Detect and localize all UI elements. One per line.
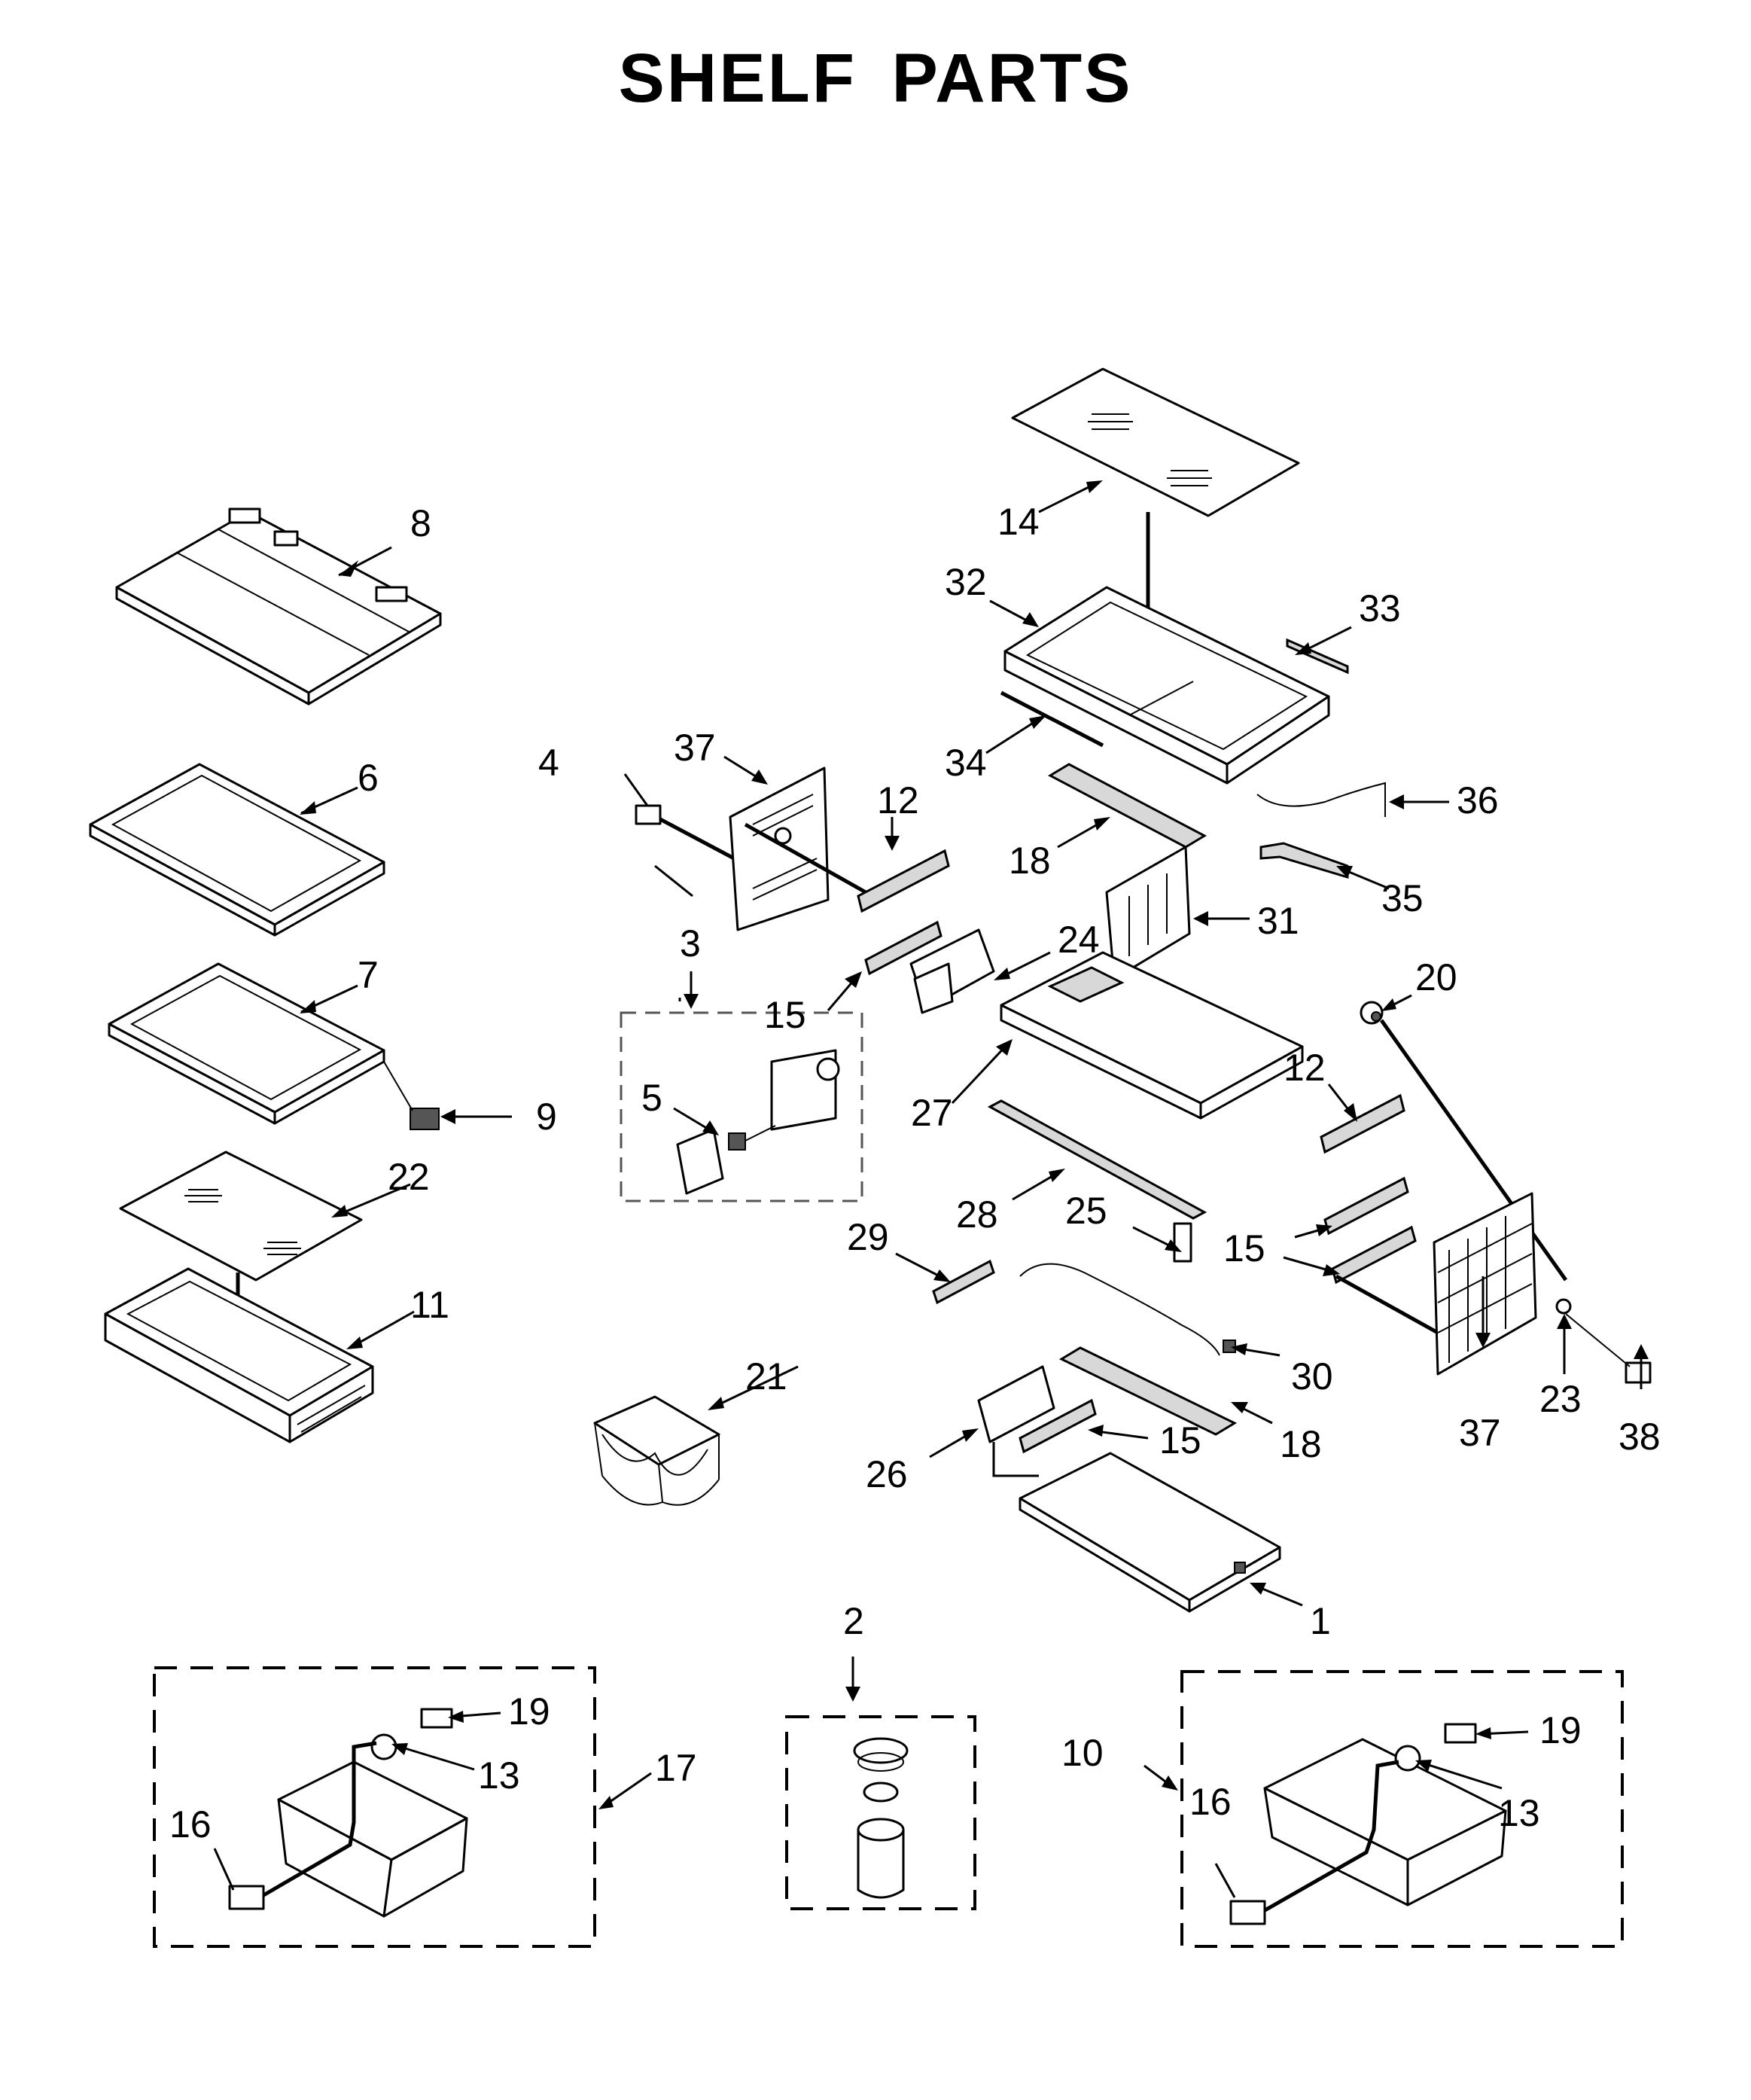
callout-18-upper: 18 bbox=[1009, 840, 1051, 882]
callout-12-right: 12 bbox=[1284, 1047, 1326, 1089]
rail-part-12-left bbox=[857, 849, 950, 913]
side-panel-part-37-right bbox=[1433, 1192, 1537, 1376]
callout-17: 17 bbox=[655, 1747, 697, 1789]
callout-26: 26 bbox=[866, 1453, 908, 1495]
callout-21: 21 bbox=[745, 1355, 787, 1397]
rail-part-15-upper-left bbox=[864, 920, 942, 976]
shelf-support-part-20 bbox=[1360, 1001, 1568, 1282]
callout-34: 34 bbox=[945, 742, 987, 784]
callout-35: 35 bbox=[1381, 877, 1424, 919]
callout-13-right: 13 bbox=[1498, 1792, 1540, 1834]
rail-part-18-lower bbox=[1058, 1346, 1238, 1436]
callout-4: 4 bbox=[538, 742, 559, 784]
callout-9: 9 bbox=[536, 1096, 557, 1138]
callout-16-left: 16 bbox=[169, 1803, 212, 1846]
bracket-part-29 bbox=[932, 1259, 995, 1305]
crisper-assembly-part-17 bbox=[153, 1666, 596, 1948]
callout-2: 2 bbox=[843, 1600, 864, 1642]
callout-1: 1 bbox=[1310, 1600, 1331, 1642]
callout-16-right: 16 bbox=[1189, 1781, 1232, 1823]
callout-5: 5 bbox=[641, 1077, 662, 1119]
filter-assembly-part-2 bbox=[785, 1715, 976, 1910]
callout-11: 11 bbox=[410, 1284, 449, 1326]
rail-part-15-lower-center bbox=[992, 1398, 1097, 1477]
trim-part-28 bbox=[987, 1099, 1207, 1220]
page-title: SHELF PARTS bbox=[618, 40, 1133, 117]
side-panel-part-37-left bbox=[729, 767, 867, 931]
rail-part-12-right bbox=[1320, 1093, 1405, 1154]
washer-part-23 bbox=[1555, 1298, 1572, 1315]
callout-28: 28 bbox=[956, 1193, 998, 1236]
callout-7: 7 bbox=[358, 954, 379, 996]
rail-part-15-right-lower bbox=[1331, 1225, 1439, 1335]
callout-36: 36 bbox=[1457, 779, 1499, 821]
callout-30: 30 bbox=[1291, 1355, 1333, 1397]
shelf-part-1 bbox=[1019, 1452, 1281, 1613]
wire-part-25 bbox=[1019, 1222, 1220, 1356]
bracket-part-35 bbox=[1259, 842, 1349, 879]
shelf-part-8 bbox=[115, 507, 442, 706]
callout-18-lower: 18 bbox=[1280, 1423, 1322, 1465]
cover-part-27 bbox=[1000, 951, 1304, 1120]
shelf-bracket-part-9 bbox=[383, 1061, 440, 1130]
callout-23: 23 bbox=[1539, 1378, 1582, 1420]
assembly-part-3-box bbox=[620, 1011, 863, 1202]
wire-part-36 bbox=[1256, 782, 1386, 817]
callout-37-left: 37 bbox=[674, 727, 716, 769]
callout-8: 8 bbox=[410, 502, 431, 544]
callout-38: 38 bbox=[1619, 1416, 1661, 1458]
trim-part-34 bbox=[1000, 690, 1104, 748]
control-board-part-26 bbox=[977, 1365, 1055, 1443]
plug-part-30 bbox=[1223, 1340, 1236, 1353]
callout-10: 10 bbox=[1061, 1732, 1104, 1774]
callout-27: 27 bbox=[911, 1092, 953, 1134]
callout-15-right: 15 bbox=[1223, 1227, 1265, 1269]
rail-part-15-right-upper bbox=[1323, 1176, 1409, 1236]
callout-19-left: 19 bbox=[508, 1690, 550, 1733]
shelf-part-7 bbox=[108, 962, 385, 1125]
callout-3: 3 bbox=[680, 922, 701, 965]
shelf-part-6 bbox=[89, 763, 385, 937]
callout-32: 32 bbox=[945, 561, 987, 603]
screw-part-4 bbox=[635, 804, 735, 861]
callout-14: 14 bbox=[997, 501, 1040, 543]
wine-rack-part-21 bbox=[593, 1395, 720, 1506]
callout-37-right: 37 bbox=[1459, 1412, 1501, 1454]
crisper-assembly-part-10 bbox=[1180, 1670, 1624, 1948]
callout-6: 6 bbox=[358, 757, 379, 799]
callout-15-lower: 15 bbox=[1159, 1419, 1201, 1461]
callout-24: 24 bbox=[1058, 919, 1100, 961]
callout-labels: 8 6 7 9 22 11 21 4 37 12 3 15 5 24 14 32… bbox=[169, 501, 1661, 1846]
callout-13-left: 13 bbox=[478, 1754, 520, 1797]
shelf-frame-part-32 bbox=[1003, 586, 1330, 785]
callout-12-left: 12 bbox=[877, 779, 919, 821]
callout-22: 22 bbox=[388, 1156, 430, 1198]
rail-part-18-upper bbox=[1047, 763, 1207, 849]
callout-15-left: 15 bbox=[764, 994, 806, 1036]
callout-19-right: 19 bbox=[1539, 1709, 1582, 1751]
callout-20: 20 bbox=[1415, 956, 1457, 998]
callout-29: 29 bbox=[847, 1216, 889, 1258]
bracket-part-24 bbox=[909, 928, 995, 1014]
screw-part-38 bbox=[1565, 1313, 1652, 1384]
callout-31: 31 bbox=[1257, 900, 1299, 942]
leader-lines bbox=[213, 480, 1649, 1898]
callout-33: 33 bbox=[1359, 587, 1401, 629]
bracket-part-31 bbox=[1105, 846, 1191, 980]
shelf-frame-part-11 bbox=[104, 1267, 374, 1443]
callout-25: 25 bbox=[1065, 1190, 1107, 1232]
